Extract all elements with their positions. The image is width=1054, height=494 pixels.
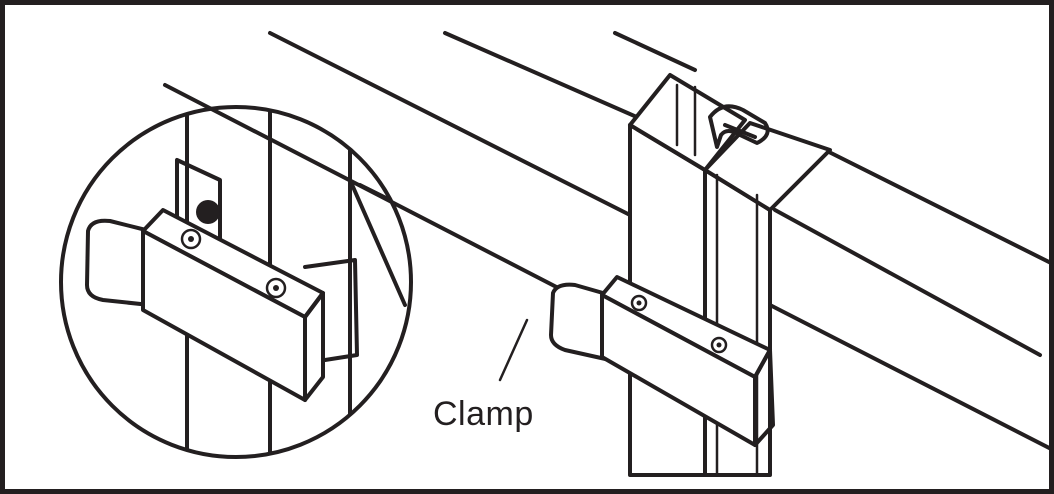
detail-screw-2 <box>265 277 287 299</box>
rail-mid-edge-right <box>773 208 1042 357</box>
rail-back-edge <box>443 31 657 127</box>
rail-top-edge-right <box>823 148 1049 265</box>
clamp-callout-label: Clamp <box>433 395 534 433</box>
rail-top-edge-left <box>268 31 632 217</box>
rail-lower-edge-left <box>163 83 632 327</box>
detail-bolt-head <box>196 200 220 224</box>
clamp-installation-diagram <box>59 31 1049 477</box>
right-post-top <box>703 121 832 212</box>
detail-circle <box>59 105 413 459</box>
rail-lower-edge-right <box>768 303 1049 451</box>
clamp-main-screw-2 <box>710 336 728 354</box>
rail <box>163 31 1049 451</box>
clamp-main-screw-1 <box>630 294 648 312</box>
rail-back-edge-2 <box>613 31 697 72</box>
callout-leader-line <box>498 318 529 382</box>
detail-view <box>59 105 413 459</box>
clamp-main-side <box>753 348 775 447</box>
detail-screw-1 <box>180 228 202 250</box>
detail-clamp-side <box>303 291 325 402</box>
detail-clamp-tab <box>85 218 152 307</box>
post-interlock <box>708 104 770 149</box>
clamp-main <box>549 275 775 447</box>
